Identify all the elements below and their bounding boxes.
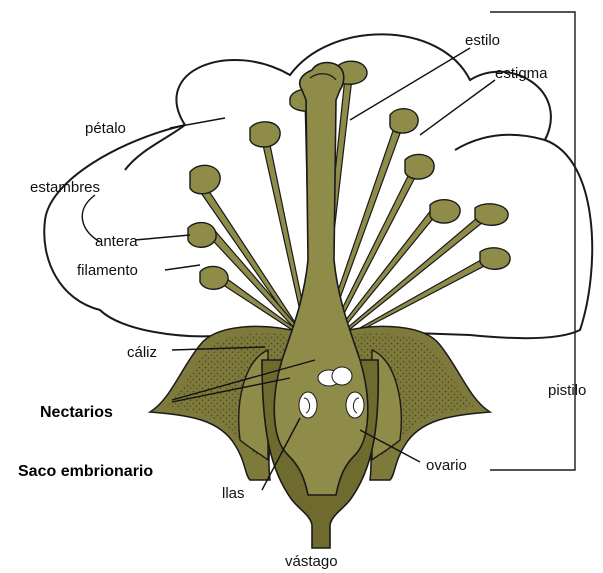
label-estigma: estigma [495,65,548,82]
label-saco-embrionario: Saco embrionario [18,463,153,480]
label-estilo: estilo [465,32,500,49]
label-vastago: vástago [285,553,338,570]
label-pistilo: pistilo [548,382,586,399]
label-ovulos: llas [222,485,245,502]
label-estambres: estambres [30,179,100,196]
label-antera: antera [95,233,138,250]
label-petalo: pétalo [85,120,126,137]
label-filamento: filamento [77,262,138,279]
label-nectarios: Nectarios [40,404,113,421]
label-ovario: ovario [426,457,467,474]
label-caliz: cáliz [127,344,157,361]
